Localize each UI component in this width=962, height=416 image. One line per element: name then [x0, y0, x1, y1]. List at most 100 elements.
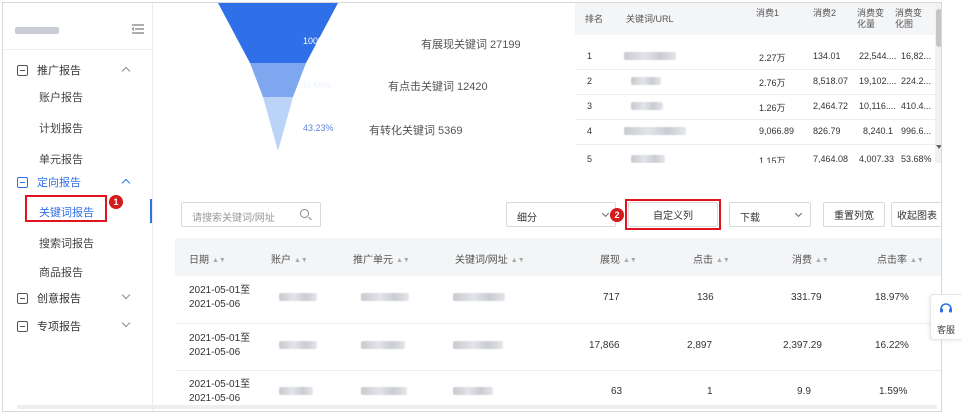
row2-clicks: 2,897 [687, 340, 713, 351]
chevron-up-icon [121, 66, 131, 76]
kw-row5-v3: 4,007.33 [859, 154, 895, 163]
search-placeholder: 请搜索关键词/网址 [192, 213, 275, 224]
granularity-select[interactable]: 细分 [506, 202, 616, 227]
kw-row4-v3: 8,240.1 [863, 126, 894, 136]
funnel-label-1: 有展现关键词 27199 [421, 39, 521, 51]
collapse-chart-button[interactable]: 收起图表 [891, 202, 941, 227]
sidebar-item-unit-report[interactable]: 单元报告 [39, 154, 83, 166]
kw-row3-v2: 2,464.72 [813, 101, 849, 111]
sidebar-item-keyword-report[interactable]: 关键词报告 [39, 207, 94, 219]
kw-row1-rank: 1 [587, 51, 593, 61]
header-keyword-url[interactable]: 关键词/网址▲▼ [455, 251, 525, 266]
header-clicks[interactable]: 点击▲▼ [693, 251, 730, 266]
reset-column-width-button[interactable]: 重置列宽 [823, 202, 885, 227]
sort-icon[interactable]: ▲▼ [815, 257, 829, 264]
row1-keyword-blurred [453, 293, 505, 301]
header-unit[interactable]: 推广单元▲▼ [353, 251, 410, 266]
sort-icon[interactable]: ▲▼ [910, 257, 924, 264]
customer-service-widget[interactable]: 客服 [930, 294, 962, 340]
sidebar-item-product-report[interactable]: 商品报告 [39, 267, 83, 279]
custom-columns-button[interactable]: 自定义列 [628, 202, 718, 227]
menu-collapse-icon[interactable] [131, 22, 145, 36]
header-cost1[interactable]: 消费1 [756, 8, 780, 18]
sidebar-group-label: 推广报告 [37, 65, 81, 77]
row1-ctr: 18.97% [875, 292, 909, 303]
sort-icon[interactable]: ▲▼ [396, 257, 410, 264]
chevron-down-icon [121, 318, 131, 328]
kw-row5-rank: 5 [587, 154, 593, 163]
sidebar-group-promotion-report[interactable]: 推广报告 [3, 59, 153, 81]
header-ctr-label: 点击率 [877, 255, 907, 266]
header-ctr[interactable]: 点击率▲▼ [877, 251, 924, 266]
sort-icon[interactable]: ▲▼ [623, 257, 637, 264]
row3-impressions: 63 [611, 386, 623, 397]
kw-row5-v4: 53.68% [901, 154, 932, 163]
sidebar-item-plan-report[interactable]: 计划报告 [39, 123, 83, 135]
kw-row3-keyword-blurred [631, 102, 663, 110]
logo [15, 27, 59, 34]
header-cost-change[interactable]: 消费变化量 [857, 8, 885, 29]
sidebar-item-account-report[interactable]: 账户报告 [39, 92, 83, 104]
row-divider [575, 144, 935, 145]
kw-row4-rank: 4 [587, 126, 593, 136]
sort-icon[interactable]: ▲▼ [212, 257, 226, 264]
customer-service-label: 客服 [937, 325, 956, 335]
horizontal-scrollbar[interactable] [17, 405, 937, 409]
sort-icon[interactable]: ▲▼ [294, 257, 308, 264]
kw-row2-v3: 19,102.... [859, 76, 897, 86]
header-keyword-url[interactable]: 关键词/URL [626, 14, 674, 24]
kw-row2-v4: 224.2... [901, 76, 932, 86]
keyword-ranking-table: 排名 关键词/URL 消费1 消费2 消费变化量 消费变化图 1 2.27万 1… [575, 3, 941, 163]
chevron-up-icon [121, 178, 131, 188]
scrollbar-thumb[interactable] [936, 9, 941, 47]
kw-row1-v2: 134.01 [813, 51, 841, 61]
header-unit-label: 推广单元 [353, 255, 393, 266]
header-keyword-url-label: 关键词/网址 [455, 255, 508, 266]
report-icon [17, 64, 28, 76]
row1-unit-blurred [361, 293, 409, 301]
kw-row5-keyword-blurred [631, 155, 665, 163]
sidebar-item-search-term-report[interactable]: 搜索词报告 [39, 238, 94, 250]
kw-row4-v4: 996.6... [901, 126, 932, 136]
kw-row3-v4: 410.4... [901, 101, 932, 111]
keyword-search-input[interactable]: 请搜索关键词/网址 [181, 202, 321, 227]
row3-cost: 9.9 [797, 386, 811, 397]
sidebar-group-label: 创意报告 [37, 293, 81, 305]
sidebar-group-label: 专项报告 [37, 321, 81, 333]
header-cost[interactable]: 消费▲▼ [792, 251, 829, 266]
row2-account-blurred [279, 341, 317, 349]
sidebar-group-special-report[interactable]: 专项报告 [3, 315, 153, 337]
step-badge-1: 1 [109, 195, 123, 209]
row2-ctr: 16.22% [875, 340, 909, 351]
row1-cost: 331.79 [791, 292, 822, 303]
step-badge-2: 2 [610, 208, 624, 222]
keyword-table-scrollbar[interactable] [935, 3, 941, 163]
sidebar: 推广报告 账户报告 计划报告 单元报告 定向报告 关键词报告 1 搜索词报告 商… [3, 3, 153, 411]
kw-row1-keyword-blurred [624, 52, 676, 60]
row3-date: 2021-05-01至2021-05-06 [189, 379, 251, 404]
chevron-down-icon [601, 209, 610, 218]
header-rank[interactable]: 排名 [585, 14, 604, 24]
row3-clicks: 1 [707, 386, 713, 397]
search-icon[interactable] [300, 209, 309, 218]
sort-icon[interactable]: ▲▼ [510, 257, 525, 264]
header-cost-change-chart[interactable]: 消费变化图 [895, 8, 923, 29]
sidebar-group-creative-report[interactable]: 创意报告 [3, 287, 153, 309]
header-impressions[interactable]: 展现▲▼ [600, 251, 637, 266]
row-divider [175, 370, 941, 371]
sort-icon[interactable]: ▲▼ [716, 257, 730, 264]
funnel-label-2: 有点击关键词 12420 [388, 81, 488, 93]
sidebar-group-targeting-report[interactable]: 定向报告 [3, 171, 153, 193]
kw-row2-v1: 2.76万 [759, 78, 786, 88]
targeting-icon [17, 176, 28, 188]
kw-row2-rank: 2 [587, 76, 593, 86]
download-select[interactable]: 下载 [729, 202, 811, 227]
special-icon [17, 320, 28, 332]
header-cost2[interactable]: 消费2 [813, 8, 837, 18]
creative-icon [17, 292, 28, 304]
highlight-box-keyword-report [25, 195, 107, 222]
funnel-stage-1 [218, 3, 338, 63]
scroll-down-arrow-icon[interactable] [936, 145, 941, 149]
header-date[interactable]: 日期▲▼ [189, 251, 226, 266]
header-account[interactable]: 账户▲▼ [271, 251, 308, 266]
